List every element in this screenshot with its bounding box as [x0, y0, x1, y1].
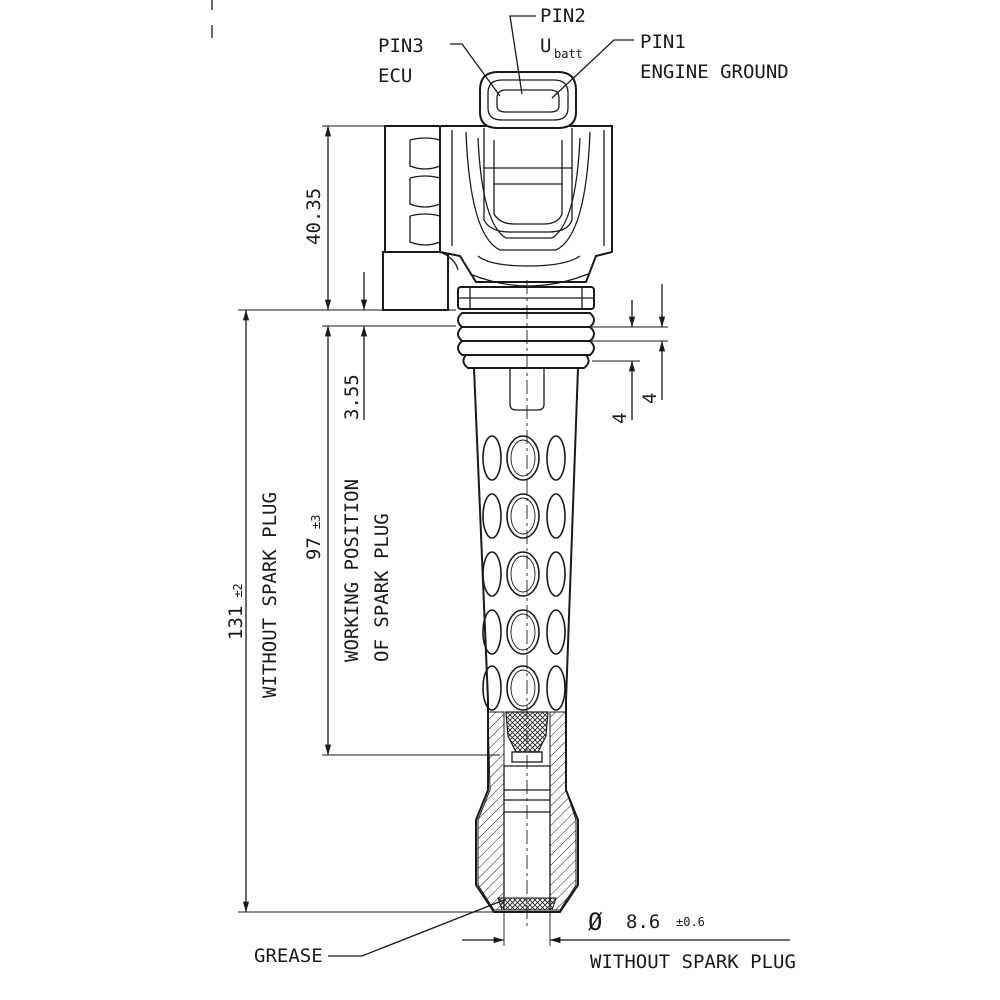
dim-gap: 3.55 [341, 374, 363, 420]
vent-oval [506, 665, 540, 711]
vent-oval [482, 609, 502, 655]
pin1-id: PIN1 [640, 31, 686, 53]
vent-oval [506, 493, 540, 539]
pin3-desc: ECU [378, 65, 412, 87]
vent-oval [546, 665, 566, 711]
vent-oval-inner [510, 497, 536, 535]
vent-oval [482, 665, 502, 711]
diameter-value: 8.6 [626, 911, 660, 933]
vent-oval [546, 609, 566, 655]
vent-oval [546, 435, 566, 481]
pin2-desc-sub: batt [554, 47, 583, 61]
vent-oval [506, 609, 540, 655]
vent-oval [546, 551, 566, 597]
pin2-id: PIN2 [540, 5, 586, 27]
dimension-texts: 40.35 3.55 4 4 131±2 WITHOUT SPARK PLUG … [225, 188, 796, 973]
dimension-lines [238, 125, 790, 946]
connector-head [382, 71, 613, 311]
dim-total-note: WITHOUT SPARK PLUG [259, 492, 281, 698]
vent-oval-inner [510, 555, 536, 593]
dim-rib-b: 4 [639, 393, 661, 404]
vent-oval [506, 435, 540, 481]
collar [457, 286, 595, 310]
diameter-tol: ±0.6 [676, 915, 705, 929]
bellows-seal [457, 312, 595, 369]
dim-working-note-2: OF SPARK PLUG [371, 513, 393, 662]
diameter-symbol: Ø [588, 908, 603, 936]
leader-lines [328, 15, 634, 957]
vent-oval [482, 435, 502, 481]
vent-oval-inner [510, 613, 536, 651]
diameter-note: WITHOUT SPARK PLUG [590, 951, 796, 973]
pin-labels: PIN3 ECU PIN2 U batt PIN1 ENGINE GROUND [378, 5, 789, 87]
side-ribs [409, 137, 441, 246]
pin1-desc: ENGINE GROUND [640, 61, 789, 83]
vent-oval-inner [510, 439, 536, 477]
vent-oval [546, 493, 566, 539]
pin2-desc-main: U [540, 35, 551, 57]
vent-oval [482, 551, 502, 597]
dim-working-note-1: WORKING POSITION [341, 479, 363, 662]
vent-oval-inner [510, 669, 536, 707]
coil-shaft [472, 280, 580, 930]
vent-oval [482, 493, 502, 539]
vent-ovals [482, 435, 566, 711]
dim-rib-a: 4 [609, 413, 631, 424]
pin3-id: PIN3 [378, 35, 424, 57]
dim-total-length: 131±2 [225, 583, 247, 640]
vent-oval [506, 551, 540, 597]
dim-top-height: 40.35 [303, 188, 325, 245]
grease-callout: GREASE [254, 945, 323, 967]
dim-working-length: 97±3 [303, 515, 325, 560]
